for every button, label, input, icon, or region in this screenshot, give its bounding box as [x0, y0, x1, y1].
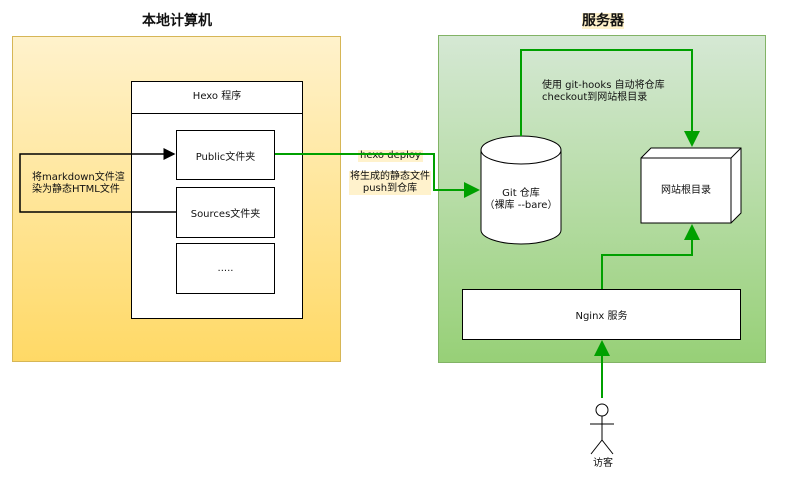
push-note: 将生成的静态文件 push到仓库	[349, 171, 431, 195]
git-repo-label: Git 仓库 （裸库 --bare）	[484, 188, 558, 211]
git-hook-note: 使用 git-hooks 自动将仓库 checkout到网站根目录	[542, 80, 665, 103]
server-title: 服务器	[582, 13, 624, 29]
render-arrow	[19, 148, 176, 213]
public-folder-box: Public文件夹	[176, 130, 275, 180]
hexo-program-header: Hexo 程序	[131, 81, 303, 114]
sources-folder-box: Sources文件夹	[176, 187, 275, 238]
visitor-icon	[590, 403, 614, 455]
more-folders-box: .....	[176, 243, 275, 294]
git-repo-cylinder	[480, 135, 562, 245]
render-note: 将markdown文件渲 染为静态HTML文件	[32, 172, 125, 195]
web-root-label: 网站根目录	[661, 184, 711, 196]
nginx-service-box: Nginx 服务	[462, 289, 741, 340]
git-hook-arrow	[520, 49, 700, 147]
visitor-label: 访客	[593, 458, 613, 469]
local-title: 本地计算机	[142, 13, 212, 29]
web-root-box-shape	[640, 147, 742, 224]
deploy-arrow	[275, 153, 480, 198]
nginx-to-webroot-arrow	[601, 224, 700, 289]
